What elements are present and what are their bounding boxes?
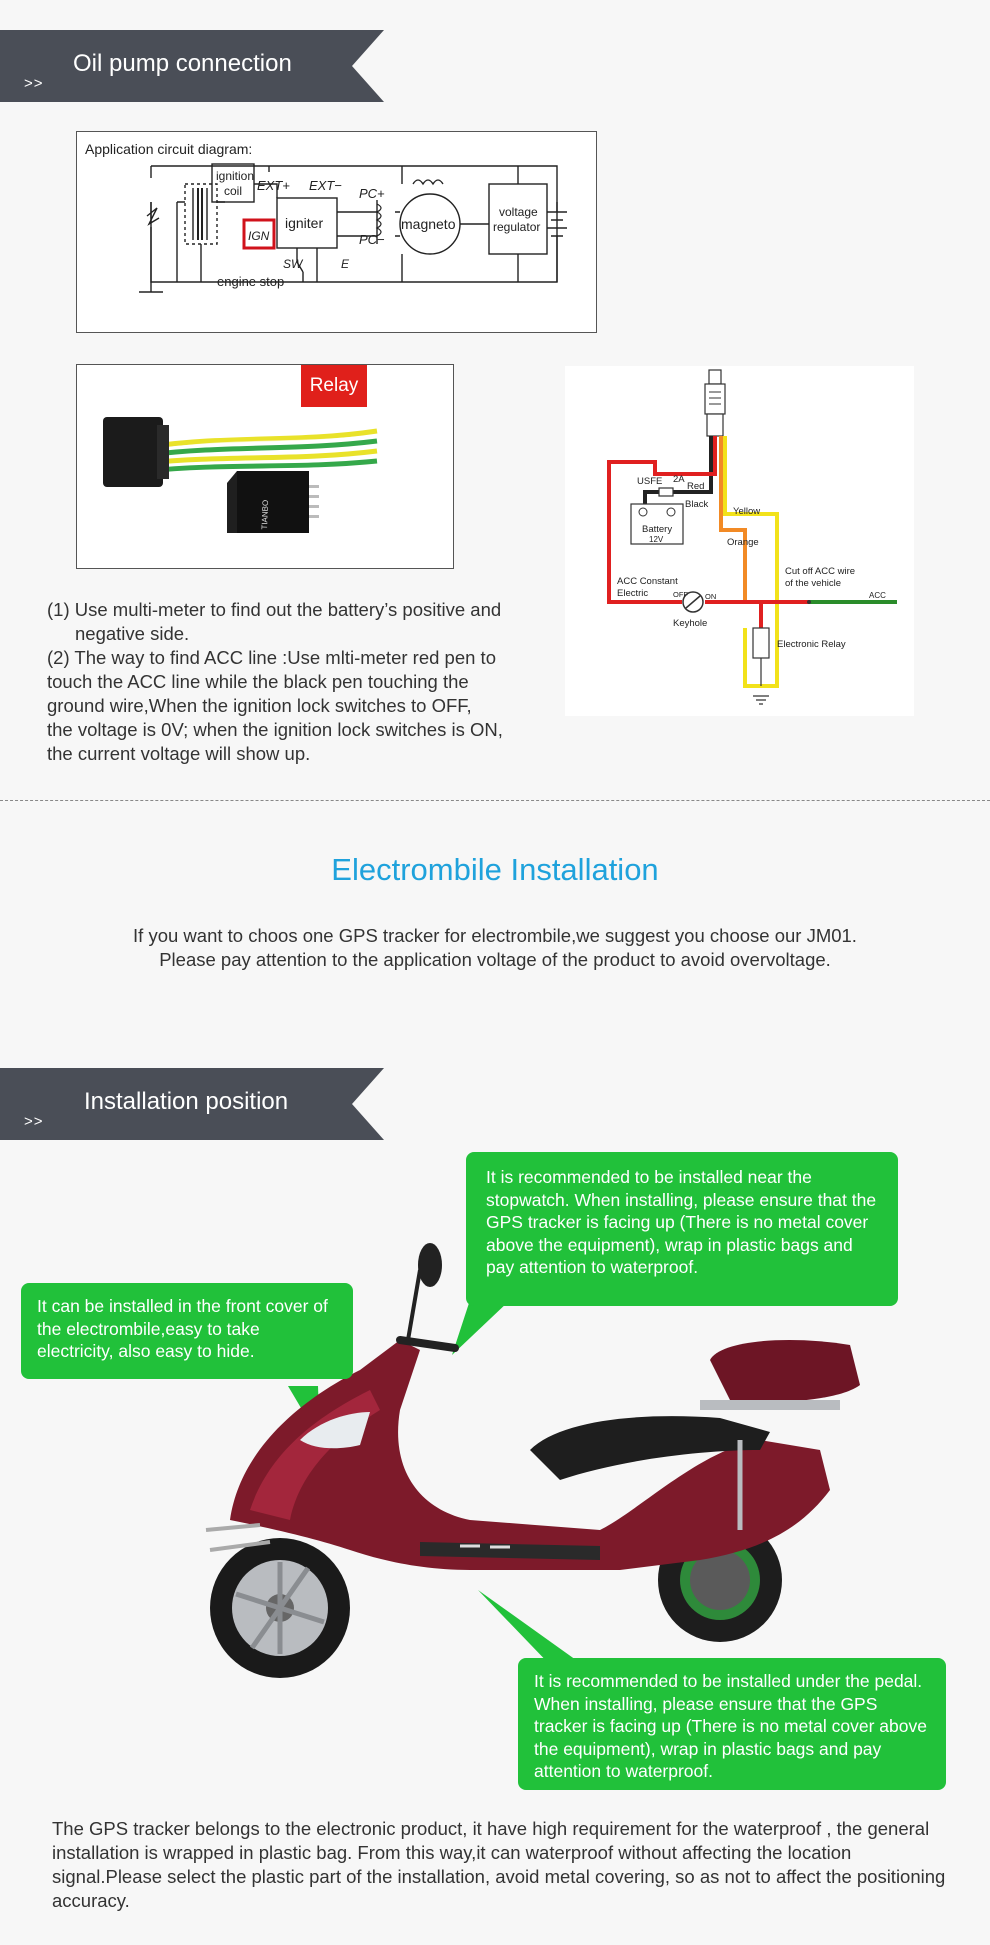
svg-text:TIANBO: TIANBO: [260, 500, 270, 530]
waterproof-note: The GPS tracker belongs to the electroni…: [52, 1818, 946, 1911]
label-of-vehicle: of the vehicle: [785, 578, 841, 589]
intro-line-2: Please pay attention to the application …: [159, 949, 831, 970]
label-fuse-rating: 2A: [673, 474, 685, 485]
label-igniter: igniter: [285, 215, 323, 231]
label-regulator: regulator: [493, 220, 540, 234]
electrombile-intro: If you want to choos one GPS tracker for…: [0, 924, 990, 972]
circuit-diagram: Application circuit diagram:: [76, 131, 597, 333]
tip-front-cover: It can be installed in the front cover o…: [21, 1283, 353, 1379]
label-cut-off: Cut off ACC wire: [785, 566, 855, 577]
step-2-line-2: touch the ACC line while the black pen t…: [47, 671, 469, 692]
label-ext-plus: EXT+: [257, 178, 290, 193]
label-battery-voltage: 12V: [649, 535, 664, 544]
banner-title: Oil pump connection: [73, 50, 292, 77]
section-banner-installation-position: Installation position >>: [0, 1068, 384, 1140]
section-banner-oil-pump: Oil pump connection >>: [0, 30, 384, 102]
label-pc-minus: PC−: [359, 232, 385, 247]
relay-photo: TIANBO Relay: [76, 364, 454, 569]
label-acc-constant: ACC Constant: [617, 576, 678, 587]
label-off: OFF: [673, 590, 688, 599]
banner-shape: [0, 1068, 384, 1140]
label-orange-wire: Orange: [727, 537, 759, 548]
label-voltage: voltage: [499, 205, 538, 219]
banner-title: Installation position: [84, 1088, 289, 1115]
label-on: ON: [705, 592, 716, 601]
label-electric: Electric: [617, 588, 648, 599]
wiring-diagram: USFE 2A Red Black Yellow Orange Battery …: [565, 366, 914, 716]
step-2: (2) The way to find ACC line :Use mlti-m…: [47, 647, 496, 668]
label-engine-stop: engine stop: [217, 274, 284, 289]
label-pc-plus: PC+: [359, 186, 385, 201]
circuit-schematic: ignition coil EXT+ EXT− PC+ PC− IGN igni…: [139, 163, 567, 293]
label-battery: Battery: [642, 524, 672, 535]
label-ign: IGN: [248, 229, 270, 243]
section-heading: Electrombile Installation: [331, 852, 659, 887]
step-2-line-3: ground wire,When the ignition lock switc…: [47, 695, 472, 716]
relay-badge: Relay: [301, 365, 367, 407]
label-usfe: USFE: [637, 476, 662, 487]
relay-illustration: TIANBO: [103, 417, 378, 533]
acc-instructions: (1) Use multi-meter to find out the batt…: [47, 598, 567, 766]
label-e: E: [341, 257, 350, 271]
step-2-line-4: the voltage is 0V; when the ignition loc…: [47, 719, 503, 740]
chevron-right-icon: >>: [24, 75, 44, 92]
label-sw: SW: [283, 257, 304, 271]
label-ignition: ignition: [216, 169, 254, 183]
step-2-line-5: the current voltage will show up.: [47, 743, 311, 764]
circuit-caption: Application circuit diagram:: [85, 141, 253, 157]
label-black-wire: Black: [685, 499, 708, 510]
divider: [0, 800, 990, 801]
chevron-right-icon: >>: [24, 1113, 44, 1130]
intro-line-1: If you want to choos one GPS tracker for…: [133, 925, 857, 946]
label-yellow-wire: Yellow: [733, 506, 760, 517]
label-red-wire: Red: [687, 481, 704, 492]
electrombile-illustration: [205, 1243, 860, 1678]
label-keyhole: Keyhole: [673, 618, 707, 629]
wiring-schematic: USFE 2A Red Black Yellow Orange Battery …: [607, 369, 897, 705]
banner-shape: [0, 30, 384, 102]
label-coil: coil: [224, 184, 242, 198]
step-1: (1) Use multi-meter to find out the batt…: [47, 599, 502, 620]
tip-pedal: It is recommended to be installed under …: [518, 1658, 946, 1790]
label-acc: ACC: [869, 591, 886, 600]
label-magneto: magneto: [401, 216, 456, 232]
tip-stopwatch: It is recommended to be installed near t…: [466, 1152, 898, 1306]
label-ext-minus: EXT−: [309, 178, 342, 193]
label-electronic-relay: Electronic Relay: [777, 639, 846, 650]
step-1-cont: negative side.: [75, 623, 190, 644]
